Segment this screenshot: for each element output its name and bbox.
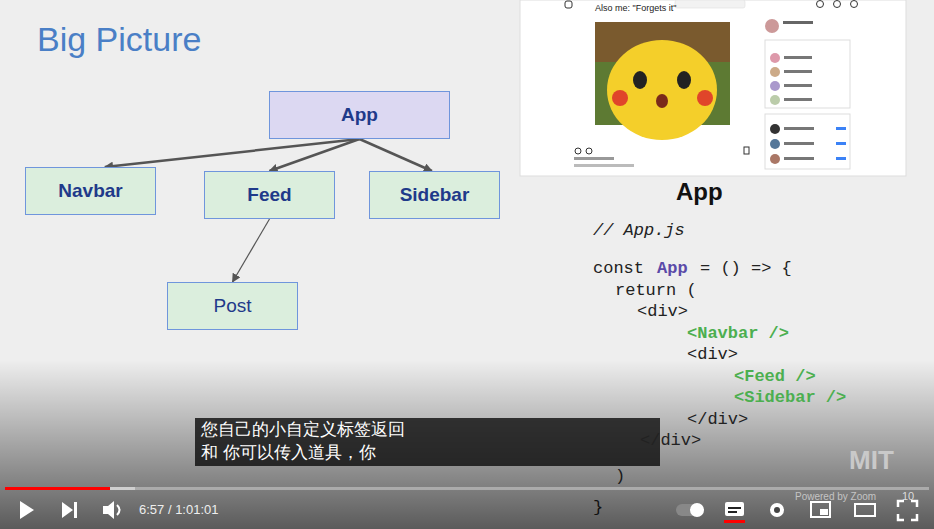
list-line (784, 127, 814, 130)
code-component: <Navbar /> (687, 325, 789, 342)
next-icon-bar (74, 502, 77, 518)
suggestions-box (765, 114, 850, 169)
comment-icon (586, 148, 592, 154)
nav-icon (834, 1, 841, 8)
component-box: Feed (204, 171, 335, 219)
page-number: 10 (902, 491, 914, 502)
follow-link (836, 142, 846, 145)
code-text: } (593, 499, 603, 516)
nav-icon (817, 1, 824, 8)
subtitles-icon (725, 502, 744, 516)
component-box: App (269, 91, 450, 139)
subtitles-active (724, 520, 745, 523)
avatar (765, 19, 779, 33)
code-heading: App (676, 180, 723, 204)
code-component: <Feed /> (734, 368, 816, 385)
autoplay-knob (690, 503, 704, 517)
tree-arrow (233, 219, 270, 282)
follow-link (836, 157, 846, 160)
logo-icon (565, 1, 572, 8)
component-name: Navbar (58, 181, 122, 202)
code-comment: // App.js (593, 222, 685, 239)
autoplay-toggle (676, 504, 704, 516)
volume-icon (103, 501, 114, 519)
code-tag: <div> (637, 303, 688, 320)
code-text: = () => { (700, 260, 792, 277)
watermark: Powered by Zoom (795, 492, 876, 502)
next-icon (62, 502, 73, 518)
code-text: return ( (615, 282, 697, 299)
follow-link (836, 127, 846, 130)
pikachu-mouth (656, 94, 668, 108)
search-box (675, 0, 745, 8)
volume-wave (117, 505, 120, 515)
code-tag: </div> (687, 411, 748, 428)
code-identifier: App (657, 260, 688, 277)
nav-icon (851, 1, 858, 8)
pikachu-eye (677, 71, 691, 89)
pikachu-face (607, 40, 717, 140)
player-shade (0, 360, 934, 529)
list-line (784, 98, 812, 101)
component-name: Sidebar (400, 185, 470, 206)
miniplayer-icon (811, 502, 830, 517)
tree-arrow (360, 139, 432, 171)
fullscreen-icon (898, 501, 917, 520)
progress-played (5, 487, 110, 490)
slide-title: Big Picture (37, 22, 201, 56)
logo-watermark: MIT (849, 447, 894, 473)
component-name: Feed (247, 185, 291, 206)
username-line (783, 21, 813, 24)
save-icon (744, 147, 749, 154)
component-box: Navbar (25, 167, 156, 215)
list-line (784, 142, 814, 145)
pikachu-eye (633, 71, 647, 89)
screenshot-panel (520, 0, 906, 176)
stories-box (765, 40, 850, 108)
caption-line (574, 164, 634, 167)
list-line (784, 56, 812, 59)
progress-buffer (5, 487, 135, 490)
time-display: 6:57 / 1:01:01 (139, 503, 219, 516)
list-line (784, 157, 814, 160)
code-component: <Sidebar /> (734, 389, 846, 406)
code-tag: </div> (640, 432, 701, 449)
component-box: Post (167, 282, 298, 330)
code-keyword: const (593, 260, 644, 277)
component-box: Sidebar (369, 171, 500, 219)
code-text: ) (615, 468, 625, 485)
likes-line (574, 157, 614, 160)
tree-arrow (270, 139, 360, 171)
progress-track (5, 487, 929, 490)
like-icon (575, 148, 581, 154)
pikachu-cheek (612, 90, 628, 106)
pikachu-cheek (697, 90, 713, 106)
list-line (784, 70, 812, 73)
subtitle-line: 您自己的小自定义标签返回 (201, 421, 405, 438)
list-line (784, 84, 812, 87)
theater-icon (855, 504, 875, 516)
play-icon (20, 501, 34, 519)
settings-icon (770, 503, 784, 517)
component-name: App (341, 105, 378, 126)
subtitle-line: 和 你可以传入道具，你 (201, 444, 376, 461)
code-tag: <div> (687, 346, 738, 363)
meme-caption: Also me: "Forgets it" (595, 4, 676, 13)
component-name: Post (213, 296, 251, 317)
